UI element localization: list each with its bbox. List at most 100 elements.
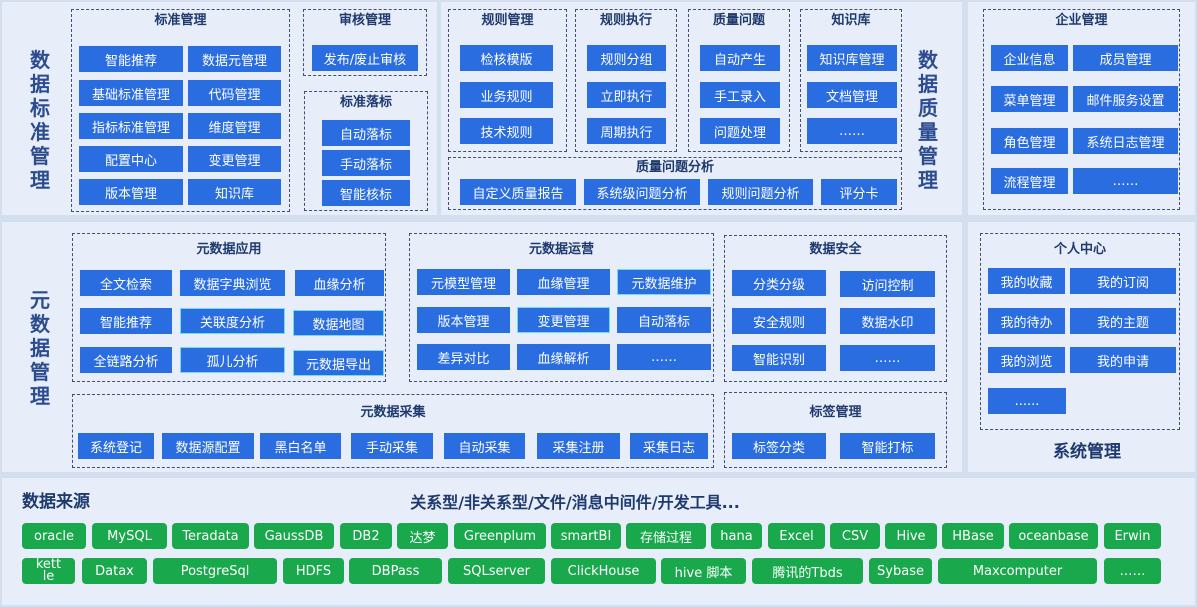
auto-collect-button[interactable]: 自动采集 xyxy=(444,433,525,459)
my-todos-button[interactable]: 我的待办 xyxy=(988,308,1065,334)
data-element-mgmt-button[interactable]: 数据元管理 xyxy=(188,46,281,72)
datasource-config-button[interactable]: 数据源配置 xyxy=(162,433,254,459)
system-register-button[interactable]: 系统登记 xyxy=(78,433,154,459)
metadata-maintenance-button[interactable]: 元数据维护 xyxy=(617,269,711,295)
source-chip-hbase[interactable]: HBase xyxy=(942,523,1004,549)
personal-more-button[interactable]: ...... xyxy=(988,388,1066,414)
source-chip-oracle[interactable]: oracle xyxy=(22,523,86,549)
source-chip-csv[interactable]: CSV xyxy=(830,523,880,549)
correlation-analysis-button[interactable]: 关联度分析 xyxy=(180,308,285,334)
source-chip-postgresql[interactable]: PostgreSql xyxy=(153,558,277,584)
data-map-button[interactable]: 数据地图 xyxy=(293,310,384,336)
source-chip-hdfs[interactable]: HDFS xyxy=(283,558,344,584)
security-more-button[interactable]: …… xyxy=(840,345,935,371)
my-favorites-button[interactable]: 我的收藏 xyxy=(988,268,1065,294)
source-chip-db2[interactable]: DB2 xyxy=(340,523,392,549)
orphan-analysis-button[interactable]: 孤儿分析 xyxy=(180,347,285,373)
menu-mgmt-button[interactable]: 菜单管理 xyxy=(991,86,1068,112)
source-chip-hive[interactable]: Hive xyxy=(885,523,937,549)
lineage-analysis-button[interactable]: 血缘分析 xyxy=(295,270,384,296)
lineage-parse-button[interactable]: 血缘解析 xyxy=(517,344,610,370)
meta-smart-recommend-button[interactable]: 智能推荐 xyxy=(80,308,172,334)
my-subscriptions-button[interactable]: 我的订阅 xyxy=(1070,268,1176,294)
lineage-mgmt-button[interactable]: 血缘管理 xyxy=(517,269,610,295)
meta-version-mgmt-button[interactable]: 版本管理 xyxy=(417,307,510,333)
source-chip-kettle[interactable]: kettle xyxy=(22,558,75,584)
source-chip-erwin[interactable]: Erwin xyxy=(1104,523,1161,549)
workflow-mgmt-button[interactable]: 流程管理 xyxy=(991,168,1068,194)
system-log-mgmt-button[interactable]: 系统日志管理 xyxy=(1073,128,1178,154)
source-chip-dbpass[interactable]: DBPass xyxy=(349,558,442,584)
manual-entry-button[interactable]: 手工录入 xyxy=(700,82,780,108)
rule-issue-analysis-button[interactable]: 规则问题分析 xyxy=(708,179,813,205)
ops-more-button[interactable]: …… xyxy=(617,344,711,370)
meta-auto-landing-button[interactable]: 自动落标 xyxy=(617,307,711,333)
custom-quality-report-button[interactable]: 自定义质量报告 xyxy=(460,179,576,205)
source-chip-hana[interactable]: hana xyxy=(711,523,762,549)
source-chip-mysql[interactable]: MySQL xyxy=(92,523,167,549)
access-control-button[interactable]: 访问控制 xyxy=(840,271,935,297)
smart-tagging-button[interactable]: 智能打标 xyxy=(840,433,935,459)
publish-deprecate-review-button[interactable]: 发布/废止审核 xyxy=(312,45,418,71)
role-mgmt-button[interactable]: 角色管理 xyxy=(991,128,1068,154)
source-chip-greenplum[interactable]: Greenplum xyxy=(454,523,546,549)
source-chip-tencent-tbds[interactable]: 腾讯的Tbds xyxy=(752,558,863,584)
business-rules-button[interactable]: 业务规则 xyxy=(460,82,553,108)
source-chip-sqlserver[interactable]: SQLserver xyxy=(448,558,545,584)
doc-mgmt-button[interactable]: 文档管理 xyxy=(807,82,897,108)
system-issue-analysis-button[interactable]: 系统级问题分析 xyxy=(584,179,700,205)
smart-identify-button[interactable]: 智能识别 xyxy=(732,345,826,371)
scheduled-run-button[interactable]: 周期执行 xyxy=(587,118,666,144)
security-rules-button[interactable]: 安全规则 xyxy=(732,308,826,334)
check-template-button[interactable]: 检核模版 xyxy=(460,45,553,71)
indicator-standard-mgmt-button[interactable]: 指标标准管理 xyxy=(79,113,183,139)
source-chip-teradata[interactable]: Teradata xyxy=(172,523,249,549)
my-applications-button[interactable]: 我的申请 xyxy=(1070,347,1176,373)
knowledge-base-button[interactable]: 知识库 xyxy=(188,179,281,205)
classification-grading-button[interactable]: 分类分级 xyxy=(732,270,826,296)
technical-rules-button[interactable]: 技术规则 xyxy=(460,118,553,144)
auto-landing-button[interactable]: 自动落标 xyxy=(322,120,410,146)
code-mgmt-button[interactable]: 代码管理 xyxy=(188,80,281,106)
version-mgmt-button[interactable]: 版本管理 xyxy=(79,179,183,205)
dimension-mgmt-button[interactable]: 维度管理 xyxy=(188,113,281,139)
blackwhite-list-button[interactable]: 黑白名单 xyxy=(260,433,341,459)
collect-register-button[interactable]: 采集注册 xyxy=(537,433,620,459)
enterprise-more-button[interactable]: …… xyxy=(1073,168,1178,194)
tag-category-button[interactable]: 标签分类 xyxy=(732,433,826,459)
source-chip-clickhouse[interactable]: ClickHouse xyxy=(551,558,656,584)
source-chip-smartbi[interactable]: smartBI xyxy=(551,523,621,549)
full-chain-analysis-button[interactable]: 全链路分析 xyxy=(80,347,172,373)
scorecard-button[interactable]: 评分卡 xyxy=(821,179,897,205)
my-browsing-button[interactable]: 我的浏览 xyxy=(988,347,1065,373)
source-chip-more[interactable]: …… xyxy=(1104,558,1161,584)
manual-collect-button[interactable]: 手动采集 xyxy=(351,433,433,459)
source-chip-maxcomputer[interactable]: Maxcomputer xyxy=(938,558,1097,584)
collect-log-button[interactable]: 采集日志 xyxy=(630,433,708,459)
my-topics-button[interactable]: 我的主题 xyxy=(1070,308,1176,334)
auto-generate-button[interactable]: 自动产生 xyxy=(700,45,780,71)
source-chip-hive-script[interactable]: hive 脚本 xyxy=(661,558,746,584)
source-chip-excel[interactable]: Excel xyxy=(768,523,825,549)
basic-standard-mgmt-button[interactable]: 基础标准管理 xyxy=(79,80,183,106)
issue-handling-button[interactable]: 问题处理 xyxy=(700,118,780,144)
smart-check-button[interactable]: 智能核标 xyxy=(322,180,410,206)
smart-recommend-button[interactable]: 智能推荐 xyxy=(79,46,183,72)
rule-grouping-button[interactable]: 规则分组 xyxy=(587,45,666,71)
kb-mgmt-button[interactable]: 知识库管理 xyxy=(807,45,897,71)
member-mgmt-button[interactable]: 成员管理 xyxy=(1073,45,1178,71)
run-now-button[interactable]: 立即执行 xyxy=(587,82,666,108)
source-chip-sybase[interactable]: Sybase xyxy=(869,558,932,584)
source-chip-dameng[interactable]: 达梦 xyxy=(397,523,448,549)
config-center-button[interactable]: 配置中心 xyxy=(79,146,183,172)
kb-more-button[interactable]: …… xyxy=(807,118,897,144)
change-mgmt-button[interactable]: 变更管理 xyxy=(188,146,281,172)
source-chip-datax[interactable]: Datax xyxy=(82,558,147,584)
meta-change-mgmt-button[interactable]: 变更管理 xyxy=(517,307,610,333)
diff-compare-button[interactable]: 差异对比 xyxy=(417,344,510,370)
enterprise-info-button[interactable]: 企业信息 xyxy=(991,45,1068,71)
source-chip-gaussdb[interactable]: GaussDB xyxy=(254,523,334,549)
fulltext-search-button[interactable]: 全文检索 xyxy=(80,270,172,296)
mail-service-settings-button[interactable]: 邮件服务设置 xyxy=(1073,86,1178,112)
source-chip-stored-procedure[interactable]: 存储过程 xyxy=(626,523,706,549)
